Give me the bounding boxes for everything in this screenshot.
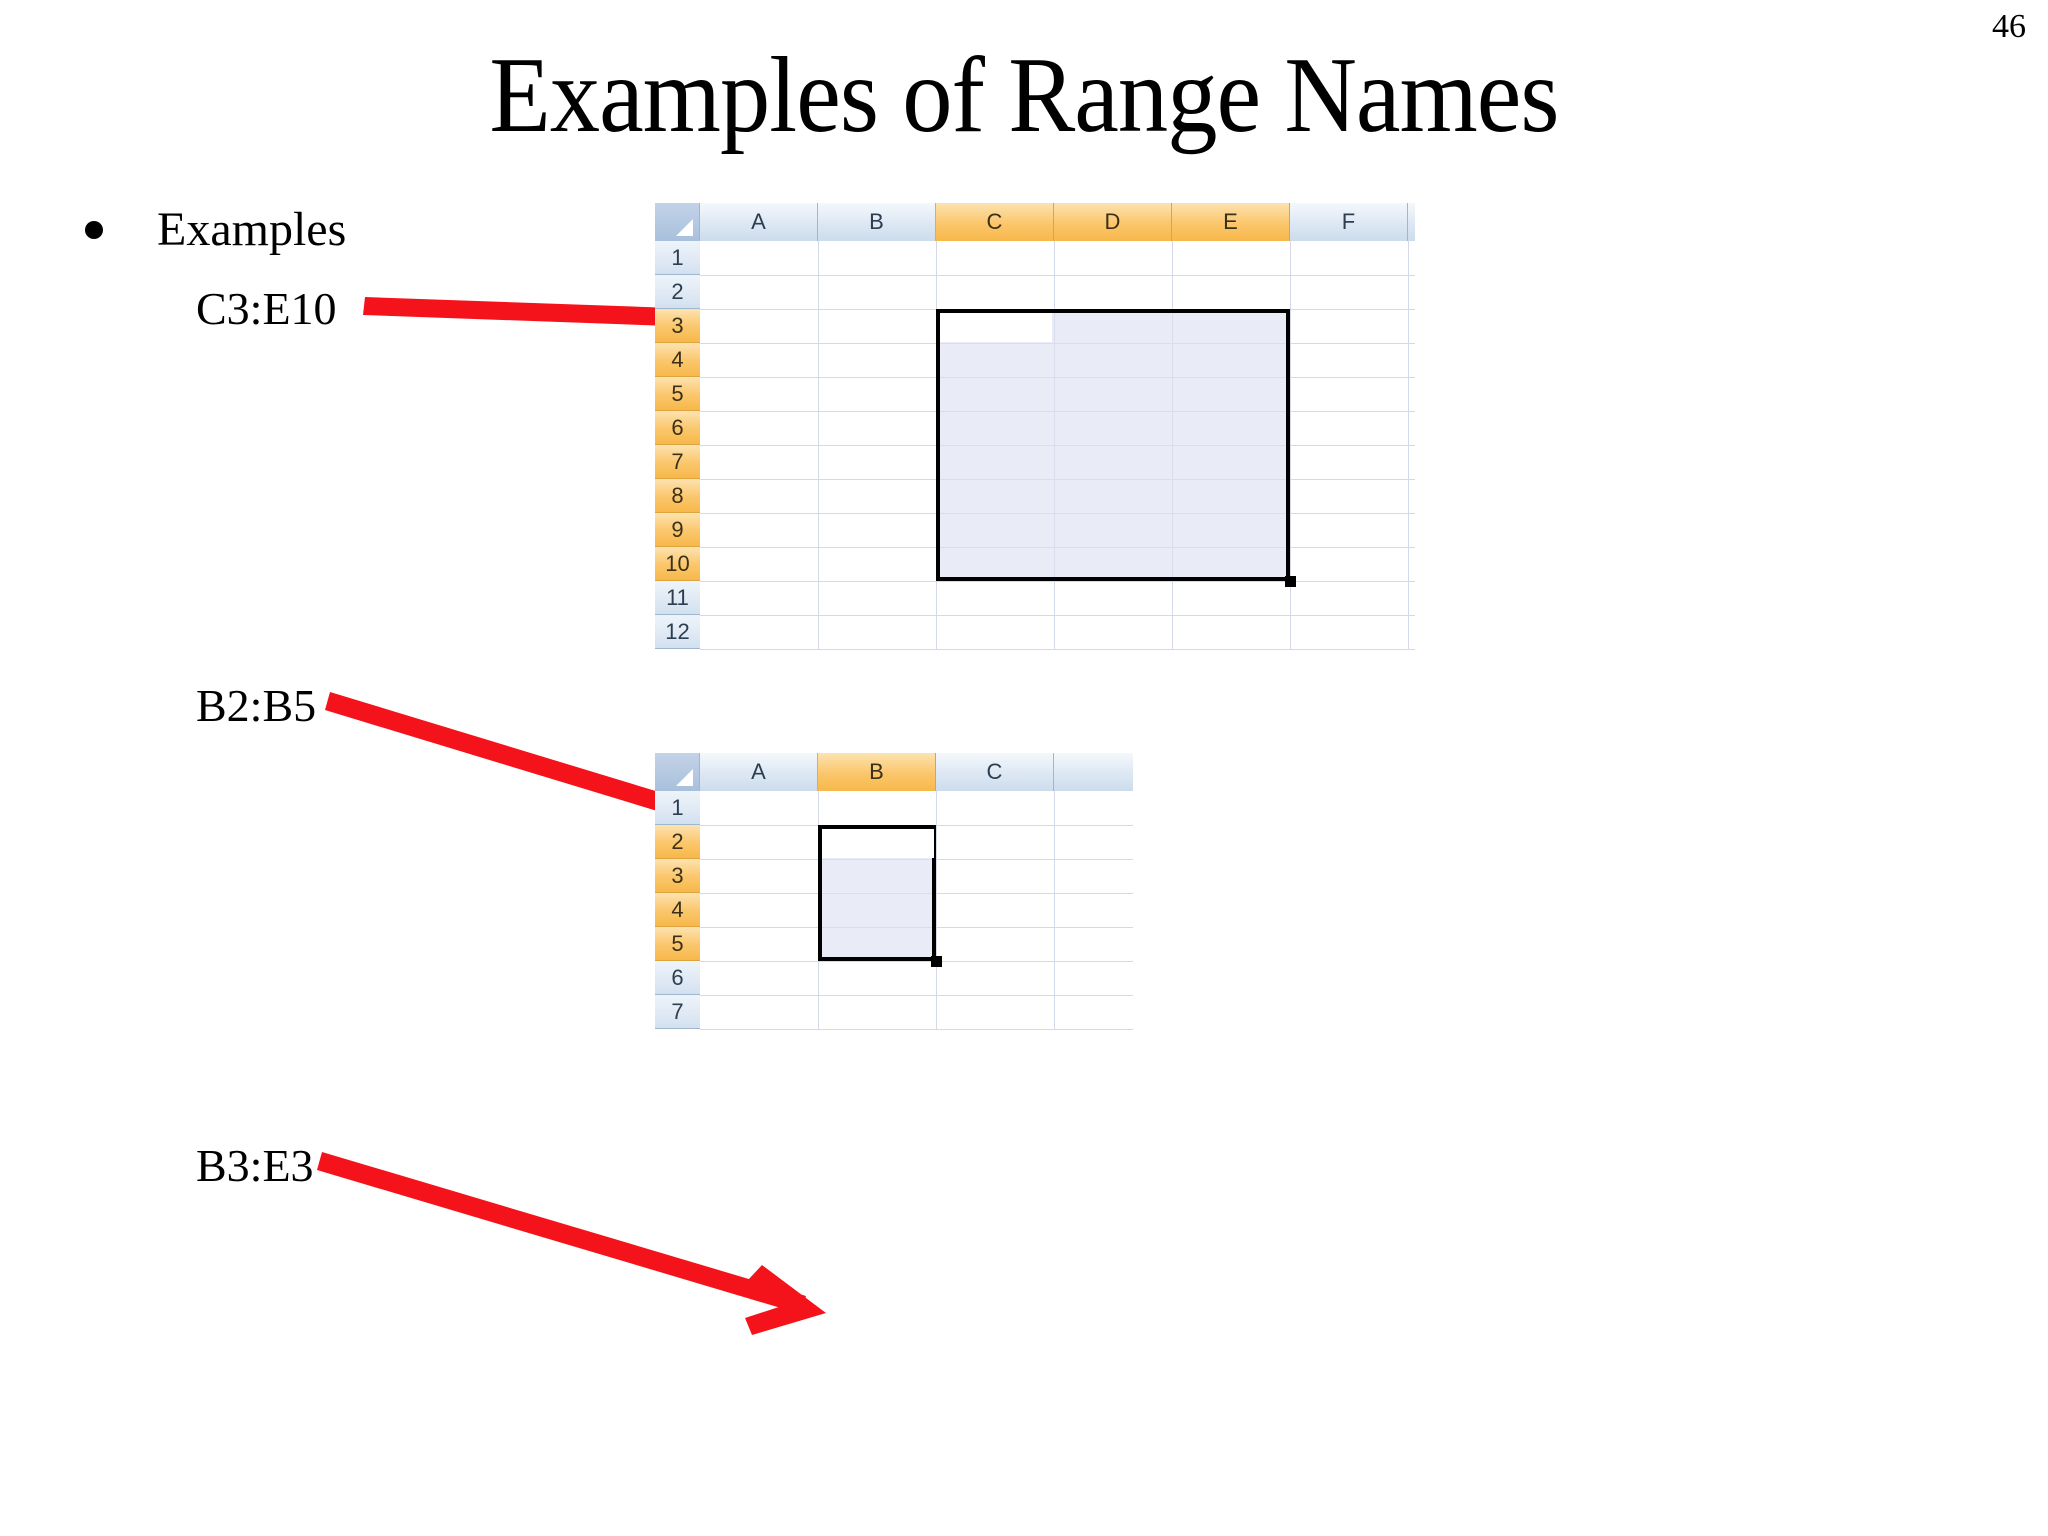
fill-handle[interactable] [931, 956, 942, 967]
grid-line-horizontal [700, 1029, 1133, 1030]
grid-line-horizontal [700, 961, 1133, 962]
row-header-10[interactable]: 10 [655, 547, 700, 581]
column-header-d[interactable]: D [1054, 203, 1172, 241]
bullet-item: Examples [85, 206, 346, 254]
column-header-f[interactable]: F [1290, 203, 1408, 241]
page-number: 46 [1992, 8, 2026, 45]
row-header-3[interactable]: 3 [655, 309, 700, 343]
column-header-blank[interactable] [1408, 203, 1415, 241]
row-header-5[interactable]: 5 [655, 927, 700, 961]
fill-handle[interactable] [1285, 576, 1296, 587]
row-header-6[interactable]: 6 [655, 411, 700, 445]
arrow-to-b3e3-icon [317, 1152, 826, 1335]
grid-line-horizontal [700, 581, 1415, 582]
row-header-12[interactable]: 12 [655, 615, 700, 649]
row-header-1[interactable]: 1 [655, 791, 700, 825]
column-header-a[interactable]: A [700, 203, 818, 241]
row-header-6[interactable]: 6 [655, 961, 700, 995]
row-header-4[interactable]: 4 [655, 343, 700, 377]
active-cell[interactable] [822, 829, 934, 858]
grid-line-horizontal [700, 995, 1133, 996]
cell-area[interactable] [700, 241, 1415, 650]
column-header-b[interactable]: B [818, 203, 936, 241]
column-header-e[interactable]: E [1172, 203, 1290, 241]
select-all-corner-icon[interactable] [655, 203, 700, 241]
active-cell[interactable] [940, 313, 1052, 342]
select-all-corner-icon[interactable] [655, 753, 700, 791]
grid-line-vertical [936, 791, 937, 1029]
row-header-11[interactable]: 11 [655, 581, 700, 615]
selected-range[interactable] [936, 309, 1290, 581]
row-header-5[interactable]: 5 [655, 377, 700, 411]
row-header-7[interactable]: 7 [655, 995, 700, 1029]
bullet-item-label: Examples [157, 203, 347, 256]
row-header-3[interactable]: 3 [655, 859, 700, 893]
row-header-4[interactable]: 4 [655, 893, 700, 927]
row-header-9[interactable]: 9 [655, 513, 700, 547]
row-header-2[interactable]: 2 [655, 825, 700, 859]
bullet-dot-icon [85, 221, 103, 239]
grid-line-horizontal [700, 615, 1415, 616]
column-header-b[interactable]: B [818, 753, 936, 791]
range-label-b3e3: B3:E3 [196, 1140, 314, 1191]
page-title: Examples of Range Names [489, 36, 1559, 155]
column-header-c[interactable]: C [936, 753, 1054, 791]
cell-area[interactable] [700, 791, 1133, 1030]
row-header-1[interactable]: 1 [655, 241, 700, 275]
range-label-c3e10: C3:E10 [196, 283, 337, 334]
row-header-7[interactable]: 7 [655, 445, 700, 479]
grid-line-horizontal [700, 275, 1415, 276]
column-header-a[interactable]: A [700, 753, 818, 791]
grid-line-horizontal [700, 649, 1415, 650]
column-header-blank[interactable] [1054, 753, 1133, 791]
grid-line-vertical [1054, 791, 1055, 1029]
column-header-c[interactable]: C [936, 203, 1054, 241]
row-header-8[interactable]: 8 [655, 479, 700, 513]
row-header-2[interactable]: 2 [655, 275, 700, 309]
range-label-b2b5: B2:B5 [196, 680, 317, 731]
